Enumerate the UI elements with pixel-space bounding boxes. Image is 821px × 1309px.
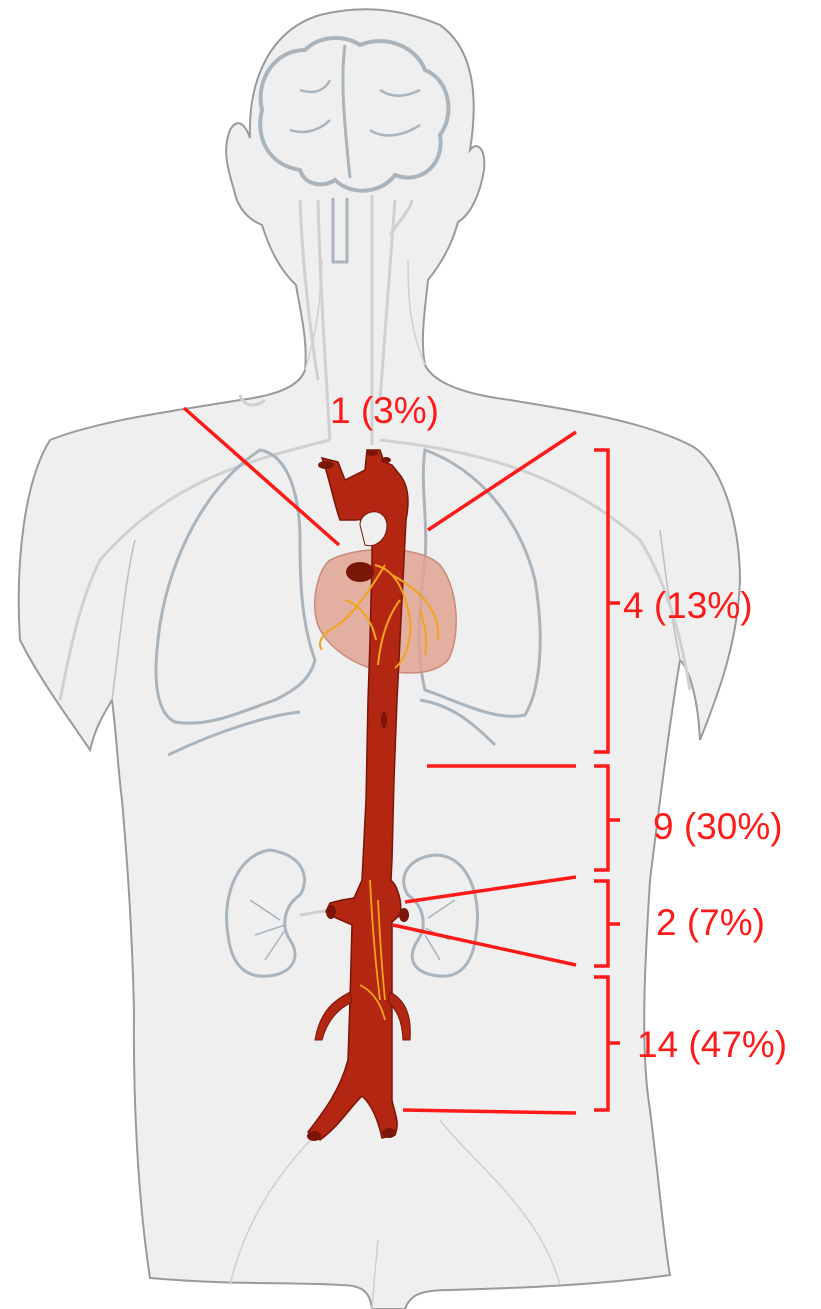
label-segment-2: 2 (7%) — [656, 904, 765, 941]
label-segment-9: 9 (30%) — [653, 808, 783, 845]
label-segment-4: 4 (13%) — [623, 587, 753, 624]
left-renal-end — [399, 908, 409, 922]
subclavian-end — [366, 450, 378, 456]
label-segment-14: 14 (47%) — [637, 1026, 787, 1063]
aortic-root-end — [346, 562, 374, 582]
celiac-end — [381, 712, 387, 728]
left-femoral-end — [382, 1128, 396, 1138]
left-carotid-end — [318, 461, 334, 469]
right-renal-end — [326, 905, 336, 919]
label-segment-1: 1 (3%) — [330, 392, 439, 429]
right-femoral-end — [307, 1131, 321, 1141]
right-subclavian-end — [381, 457, 391, 463]
